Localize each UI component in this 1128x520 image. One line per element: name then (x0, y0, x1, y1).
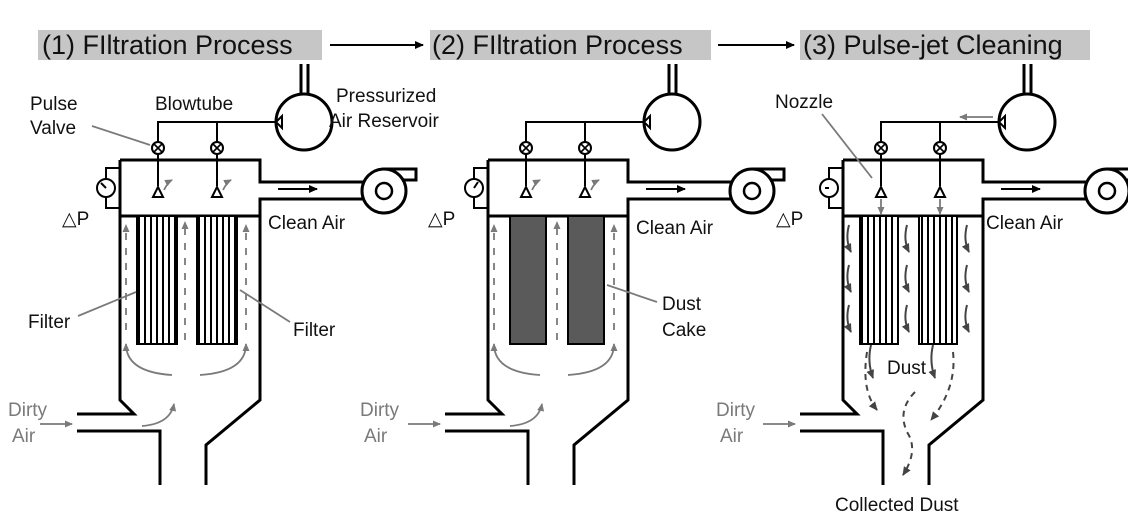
dirty-air-label-2a: Dirty (360, 400, 400, 421)
dust-cake-bag-2a (509, 215, 547, 345)
unit-3 (763, 64, 1128, 485)
dirty-air-label-3b: Air (720, 426, 744, 447)
filter-leader-right (239, 289, 291, 323)
clean-air-label-1: Clean Air (268, 213, 346, 234)
dirty-air-label-3a: Dirty (716, 400, 756, 421)
valve-label: Valve (30, 118, 76, 139)
filter-bag-3b (918, 215, 958, 345)
dust-cake-leader (606, 284, 658, 303)
reservoir-label-2: Air Reservoir (329, 111, 439, 132)
delta-p-label-3: △P (776, 209, 803, 230)
stage-1-title-text: (1) FIltration Process (42, 30, 293, 60)
stage-3-title: (3) Pulse-jet Cleaning (800, 30, 1090, 60)
collected-dust-label: Collected Dust (835, 495, 959, 516)
stage-2-title: (2) FIltration Process (430, 30, 711, 60)
nozzle-leader (821, 113, 873, 179)
clean-air-label-2: Clean Air (636, 218, 714, 239)
dust-cake-label-1: Dust (662, 294, 702, 315)
filter-label-left: Filter (28, 312, 71, 333)
cleaning-flow-arrows (843, 224, 970, 379)
pulse-label: Pulse (30, 94, 78, 115)
unit-2 (408, 64, 784, 485)
filter-bag-1b (196, 215, 238, 345)
airflow-arrows-1 (122, 179, 250, 427)
airflow-arrows-2 (490, 179, 618, 427)
delta-p-label-1: △P (62, 209, 89, 230)
dust-fall-arrows (864, 351, 955, 476)
stage-3-title-text: (3) Pulse-jet Cleaning (803, 30, 1063, 60)
dirty-air-label-1a: Dirty (8, 400, 48, 421)
clean-air-label-3: Clean Air (986, 213, 1064, 234)
filter-bag-1a (136, 215, 178, 345)
gauge-needle-2 (473, 181, 479, 189)
dirty-air-label-1b: Air (12, 426, 36, 447)
dust-cake-label-2: Cake (662, 320, 706, 341)
filter-bag-3a (859, 215, 899, 345)
stage-2-title-text: (2) FIltration Process (432, 30, 683, 60)
nozzle-label: Nozzle (775, 92, 833, 113)
filter-leader-left (77, 291, 137, 317)
dust-label: Dust (887, 358, 927, 379)
dirty-air-label-2b: Air (364, 426, 388, 447)
delta-p-label-2: △P (428, 209, 455, 230)
filter-label-right: Filter (293, 320, 336, 341)
unit-1 (40, 64, 416, 485)
reservoir-label-1: Pressurized (336, 86, 436, 107)
blowtube-label: Blowtube (155, 94, 233, 115)
stage-1-title: (1) FIltration Process (38, 30, 322, 60)
pulse-valve-leader (91, 125, 151, 146)
gauge-needle-1 (100, 182, 107, 189)
dust-cake-bag-2b (567, 215, 605, 345)
